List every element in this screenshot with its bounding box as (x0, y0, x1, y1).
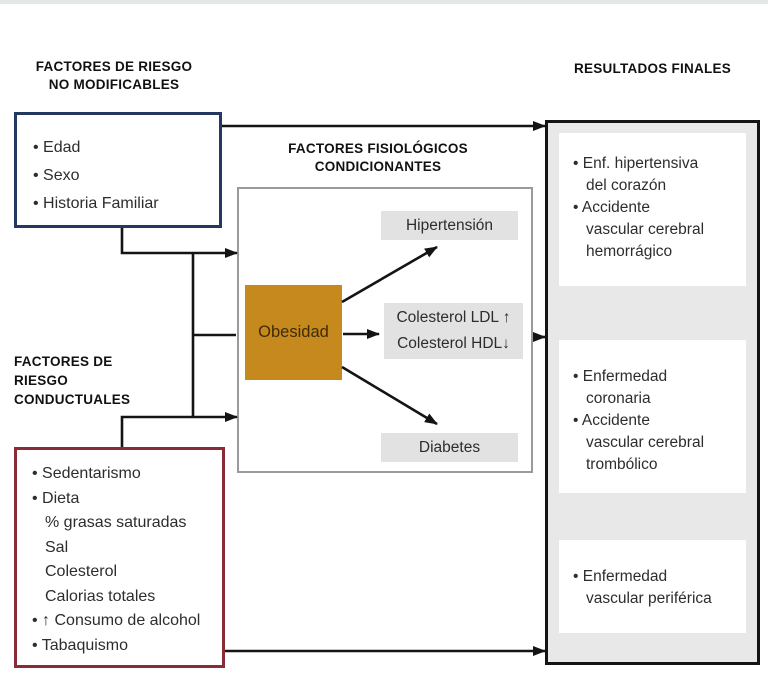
list-subitem: Calorias totales (45, 587, 156, 605)
heading-final-results: RESULTADOS FINALES (573, 61, 731, 76)
heading-physiological-factors: FACTORES FISIOLÓGICOS CONDICIONANTES (288, 141, 468, 174)
list-subitem: % grasas saturadas (45, 514, 187, 531)
nonmodifiable-factors-list: • Edad • Sexo • Historia Familiar (17, 115, 219, 218)
list-item: • Dieta (32, 489, 80, 507)
list-subitem: Colesterol (45, 563, 118, 580)
behavioral-factors-box: • Sedentarismo • Dieta % grasas saturada… (14, 447, 225, 668)
results-panel-hypertensive: • Enf. hipertensiva del corazón • Accide… (559, 133, 746, 286)
list-item: • ↑ Consumo de alcohol (32, 612, 201, 629)
results-panel-coronary: • Enfermedad coronaria • Accidente vascu… (559, 340, 746, 493)
top-border-strip (0, 0, 768, 4)
nonmodifiable-factors-box: • Edad • Sexo • Historia Familiar (14, 112, 222, 228)
hypertension-node: Hipertensión (381, 211, 518, 240)
results-panel-peripheral: • Enfermedad vascular periférica (559, 540, 746, 633)
behavioral-factors-list: • Sedentarismo • Dieta % grasas saturada… (17, 450, 222, 658)
final-results-box: • Enf. hipertensiva del corazón • Accide… (545, 120, 760, 665)
cholesterol-node: Colesterol LDL ↑ Colesterol HDL↓ (384, 303, 523, 359)
results-list: • Enfermedad vascular periférica (573, 566, 738, 610)
results-list: • Enfermedad coronaria • Accidente vascu… (573, 366, 738, 476)
list-item: • Enf. hipertensiva del corazón (573, 155, 699, 194)
arrow-behavioral-to-physiological (120, 412, 238, 447)
arrow-nonmod-to-physiological (120, 228, 238, 258)
results-list: • Enf. hipertensiva del corazón • Accide… (573, 153, 738, 263)
heading-behavioral-risk-factors: FACTORES DE RIESGO CONDUCTUALES (14, 354, 131, 407)
obesity-node: Obesidad (245, 285, 342, 380)
list-subitem: Sal (45, 538, 69, 556)
list-item: • Sexo (33, 167, 80, 184)
diabetes-node: Diabetes (381, 433, 518, 462)
list-item: • Accidente vascular cerebral hemorrágic… (573, 199, 705, 260)
list-item: • Historia Familiar (33, 195, 159, 212)
heading-nonmodifiable-risk-factors: FACTORES DE RIESGO NO MODIFICABLES (35, 59, 193, 92)
list-item: • Enfermedad vascular periférica (573, 568, 712, 607)
list-item: • Enfermedad coronaria (573, 368, 668, 407)
list-item: • Accidente vascular cerebral trombólico (573, 412, 705, 473)
list-item: • Edad (33, 139, 81, 156)
list-item: • Sedentarismo (32, 465, 141, 482)
list-item: • Tabaquismo (32, 636, 129, 654)
